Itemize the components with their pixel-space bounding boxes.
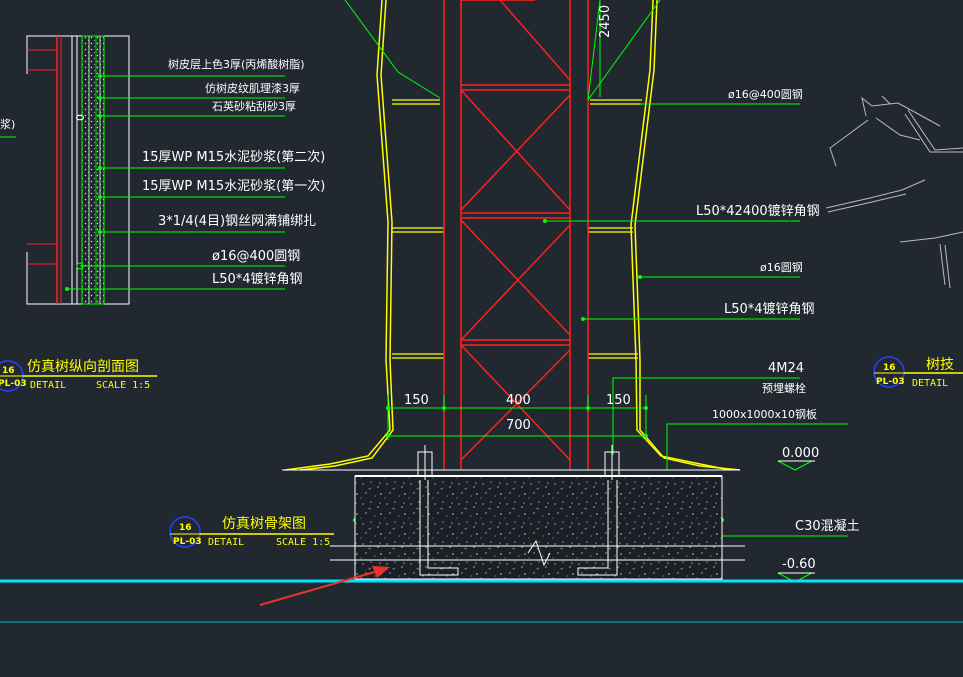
elevation-markers: 0.000 -0.60 bbox=[777, 446, 819, 583]
leader-dots bbox=[65, 74, 710, 538]
label-bolt-note: 预埋螺栓 bbox=[762, 381, 806, 395]
small-mark: 0 bbox=[74, 114, 87, 121]
anchor-bolt-right bbox=[577, 445, 620, 576]
bubble-number: 16 bbox=[883, 363, 896, 373]
mortar-layer bbox=[81, 35, 105, 305]
dim-400: 400 bbox=[506, 393, 531, 408]
anchor-bolt-left bbox=[417, 445, 459, 576]
steel-frame bbox=[443, 0, 589, 470]
label-concrete: C30混凝土 bbox=[795, 518, 860, 534]
elevation-top: 0.000 bbox=[782, 446, 819, 461]
bubble-sheet: PL-03 bbox=[876, 377, 905, 387]
section-gap bbox=[25, 74, 61, 252]
label-round-bar: ø16圆钢 bbox=[760, 261, 803, 274]
detail-label: DETAIL bbox=[30, 380, 66, 391]
bubble-number: 16 bbox=[179, 523, 192, 533]
longitudinal-section-detail: 0 浆) bbox=[0, 35, 130, 305]
layer-label: 3*1/4(4目)钢丝网满铺绑扎 bbox=[158, 214, 316, 229]
layer-label: 仿树皮纹肌理漆3厚 bbox=[205, 81, 300, 95]
branch-sketch bbox=[825, 95, 963, 289]
layer-label: ø16@400圆钢 bbox=[212, 249, 300, 264]
label-round-bar-400: ø16@400圆钢 bbox=[728, 88, 803, 101]
elevation-bottom: -0.60 bbox=[782, 557, 816, 572]
elevation-triangle bbox=[777, 460, 813, 471]
dim-700: 700 bbox=[506, 418, 531, 433]
dim-150-left: 150 bbox=[404, 393, 429, 408]
layer-label: 15厚WP M15水泥砂浆(第一次) bbox=[142, 178, 325, 194]
label-plate: 1000x1000x10钢板 bbox=[712, 407, 817, 421]
bubble-sheet: PL-03 bbox=[0, 379, 27, 389]
right-labels: ø16@400圆钢 L50*42400镀锌角钢 ø16圆钢 L50*4镀锌角钢 … bbox=[696, 88, 860, 534]
layer-label: L50*4镀锌角钢 bbox=[212, 271, 303, 287]
left-layer-leaders bbox=[67, 75, 285, 290]
detail-label: DETAIL bbox=[912, 378, 948, 389]
dim-top-2450: 2450 bbox=[598, 5, 613, 38]
center-title-block: 16 PL-03 仿真树骨架图 DETAIL SCALE 1:5 bbox=[169, 516, 334, 548]
section-title: 仿真树纵向剖面图 bbox=[27, 359, 139, 375]
detail-bubble bbox=[169, 516, 201, 548]
section-title: 树技 bbox=[926, 357, 954, 373]
layer-label: 15厚WP M15水泥砂浆(第二次) bbox=[142, 149, 325, 165]
label-angle-50-4: L50*4镀锌角钢 bbox=[724, 301, 815, 317]
bubble-number: 16 bbox=[2, 366, 15, 376]
section-title: 仿真树骨架图 bbox=[222, 516, 306, 532]
layer-label: 石英砂粘刮砂3厚 bbox=[212, 99, 296, 113]
scale-label: SCALE 1:5 bbox=[96, 380, 150, 391]
center-leaders bbox=[344, 0, 848, 537]
left-title-block: 16 PL-03 仿真树纵向剖面图 DETAIL SCALE 1:5 bbox=[0, 359, 157, 392]
detail-bubble bbox=[873, 356, 905, 388]
right-title-block: 16 PL-03 树技 DETAIL bbox=[873, 356, 963, 389]
detail-label: DETAIL bbox=[208, 537, 244, 548]
concrete-block bbox=[354, 475, 723, 580]
foundation bbox=[282, 445, 745, 580]
annotation-arrow bbox=[259, 566, 390, 606]
scale-label: SCALE 1:5 bbox=[276, 537, 330, 548]
dimension-labels: 2450 150 400 150 700 1000 bbox=[404, 5, 631, 518]
bubble-sheet: PL-03 bbox=[173, 537, 202, 547]
label-angle-42400: L50*42400镀锌角钢 bbox=[696, 203, 820, 219]
edge-text: 浆) bbox=[0, 117, 15, 131]
horizontal-bars bbox=[392, 99, 642, 359]
dim-150-right: 150 bbox=[606, 393, 631, 408]
layer-label: 树皮层上色3厚(丙烯酸树脂) bbox=[168, 57, 305, 71]
break-symbol bbox=[527, 539, 551, 567]
left-layer-labels: 树皮层上色3厚(丙烯酸树脂) 仿树皮纹肌理漆3厚 石英砂粘刮砂3厚 15厚WP … bbox=[142, 57, 325, 287]
label-bolt: 4M24 bbox=[768, 361, 804, 376]
